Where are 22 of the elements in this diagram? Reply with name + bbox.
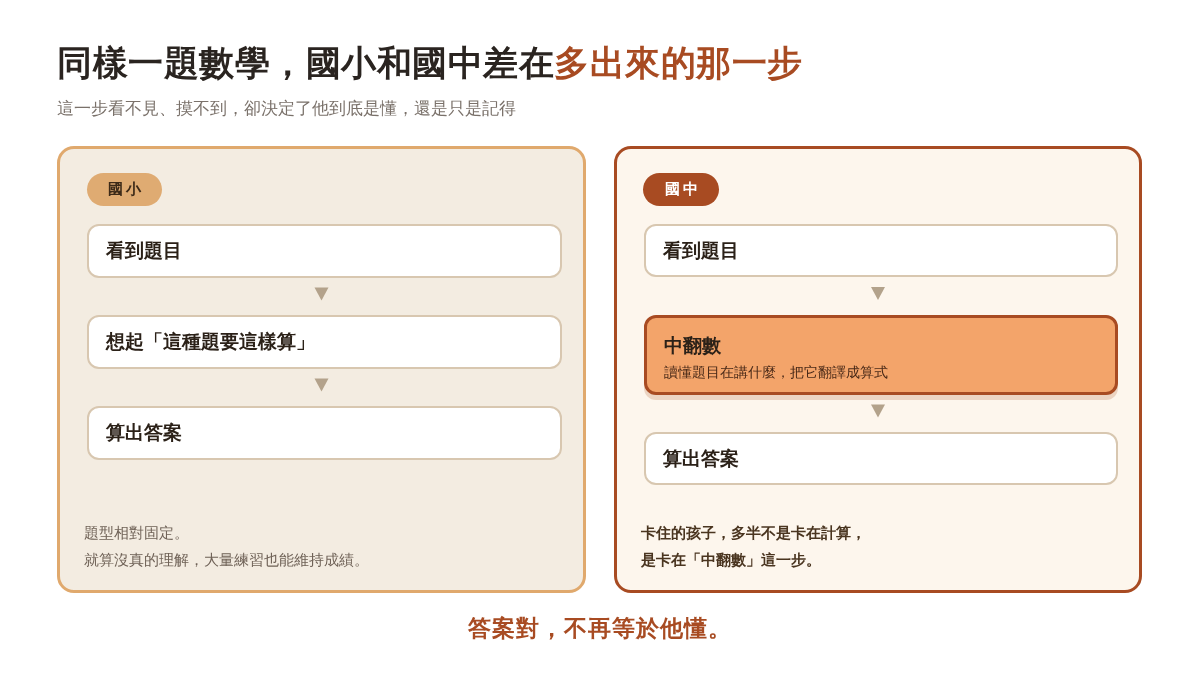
step-box: 看到題目 bbox=[87, 224, 562, 278]
level-tag: 國小 bbox=[87, 173, 162, 206]
panel bbox=[614, 146, 1142, 593]
caption: 答案對，不再等於他懂。 bbox=[467, 614, 733, 643]
arrow bbox=[314, 287, 329, 301]
panel bbox=[57, 146, 586, 593]
step-description: 讀懂題目在講什麼，把它翻譯成算式 bbox=[664, 363, 888, 381]
title: 同樣一題數學，國小和國中差在多出來的那一步 bbox=[57, 42, 803, 84]
arrow bbox=[871, 287, 885, 300]
arrow bbox=[871, 404, 885, 418]
step-box: 算出答案 bbox=[87, 406, 562, 460]
step-title: 中翻數 bbox=[664, 333, 721, 358]
note-text: 題型相對固定。 bbox=[84, 523, 189, 543]
arrow bbox=[314, 378, 329, 392]
level-tag: 國中 bbox=[643, 173, 719, 206]
note-text: 就算沒真的理解，大量練習也能維持成績。 bbox=[84, 550, 369, 570]
note-text: 是卡在「中翻數」這一步。 bbox=[641, 550, 821, 570]
step-box: 看到題目 bbox=[644, 224, 1118, 277]
step-box: 想起「這種題要這樣算」 bbox=[87, 315, 562, 369]
subtitle: 這一步看不見、摸不到，卻決定了他到底是懂，還是只是記得 bbox=[57, 97, 516, 120]
step-box: 算出答案 bbox=[644, 432, 1118, 485]
note-text: 卡住的孩子，多半不是卡在計算， bbox=[641, 523, 866, 543]
